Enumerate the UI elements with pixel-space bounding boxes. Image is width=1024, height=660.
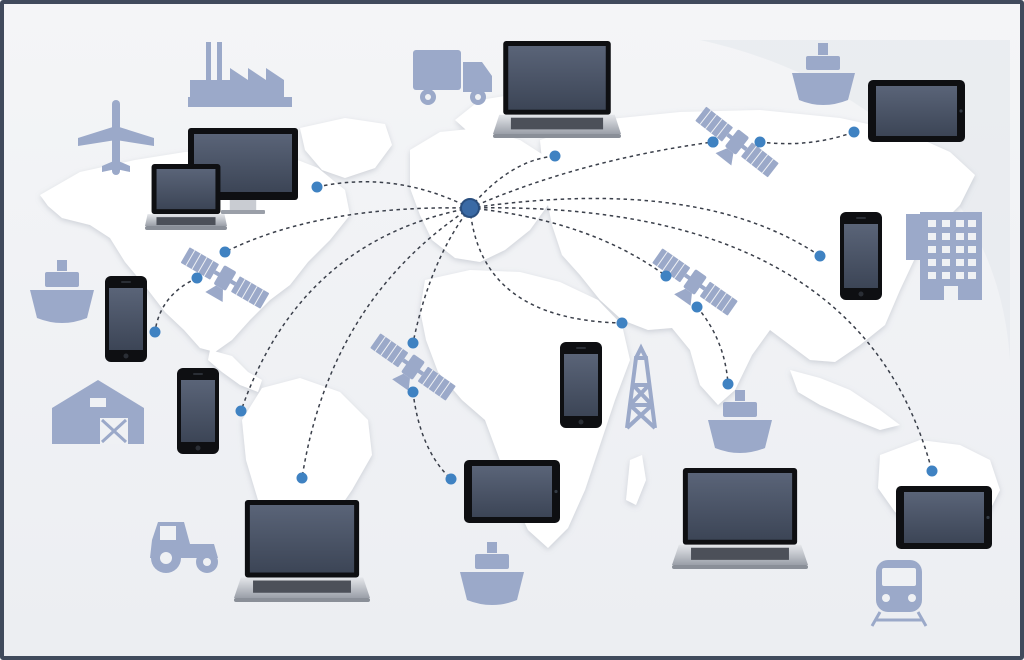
central-america [208, 350, 262, 392]
tablet-africa [464, 460, 560, 523]
node-sat-russia-2 [754, 136, 766, 148]
connection-south-america-south [301, 207, 471, 479]
connection-china [469, 197, 821, 257]
device-layer [105, 41, 992, 602]
connection-north-africa [469, 155, 556, 209]
tablet-australia [896, 486, 992, 549]
node-layer [149, 126, 938, 485]
laptop-north-america [145, 164, 227, 230]
southeast-asia [790, 370, 900, 430]
central-hub [460, 198, 480, 218]
node-north-america [311, 181, 323, 193]
europe [410, 128, 560, 262]
connection-australia [469, 207, 933, 472]
laptop-top-center [493, 41, 621, 138]
node-sat-americas-2 [191, 272, 203, 284]
tablet-russia [868, 80, 965, 142]
cargo-ship-icon [708, 390, 772, 453]
cargo-ship-icon [460, 542, 524, 605]
connection-russia [469, 141, 714, 209]
connection-sat-atlantic [412, 207, 471, 344]
node-south-america-south [296, 472, 308, 484]
phone-china [840, 212, 882, 300]
connection-sat-russia [759, 131, 855, 145]
connection-sat-middle-east [469, 207, 667, 277]
office-building-icon [906, 212, 982, 300]
node-central-america [149, 326, 161, 338]
node-sat-atlantic-1 [407, 337, 419, 349]
diagram-canvas [30, 40, 1010, 627]
node-australia [926, 465, 938, 477]
tractor-icon [150, 522, 218, 573]
phone-africa [560, 342, 602, 428]
node-west-africa [445, 473, 457, 485]
satellite-icon [695, 106, 779, 178]
oil-rig-icon [625, 343, 657, 430]
connection-north-america [316, 180, 471, 209]
africa [420, 270, 630, 548]
connection-sat-americas [224, 207, 471, 253]
connection-central-america [154, 277, 198, 333]
node-far-east [848, 126, 860, 138]
node-south-america-north [235, 405, 247, 417]
madagascar [626, 455, 646, 505]
node-sat-middle-east-1 [660, 270, 672, 282]
connection-south-america-north [240, 207, 471, 412]
laptop-indian-ocean [672, 468, 808, 569]
node-sat-atlantic-2 [407, 386, 419, 398]
connection-layer [154, 131, 933, 480]
node-arabia [616, 317, 628, 329]
node-sat-middle-east-2 [691, 301, 703, 313]
node-china [814, 250, 826, 262]
connection-west-africa [412, 391, 452, 480]
node-sat-russia-1 [707, 136, 719, 148]
connection-india [696, 306, 729, 385]
laptop-south-america [234, 500, 370, 602]
barn-icon [52, 380, 144, 444]
airplane-icon [78, 100, 154, 175]
cargo-ship-icon [792, 43, 855, 105]
factory-icon [188, 42, 292, 107]
node-north-africa [549, 150, 561, 162]
satellite-icon [652, 248, 738, 316]
satellite-icon [181, 247, 269, 309]
phone-central-america [105, 276, 147, 362]
satellite-layer [181, 106, 779, 401]
cargo-ship-icon [30, 260, 94, 323]
train-icon [870, 560, 928, 627]
phone-south-america [177, 368, 219, 454]
node-sat-americas-1 [219, 246, 231, 258]
delivery-truck-icon [413, 50, 492, 105]
node-india [722, 378, 734, 390]
greenland [300, 118, 392, 178]
satellite-icon [370, 333, 456, 401]
